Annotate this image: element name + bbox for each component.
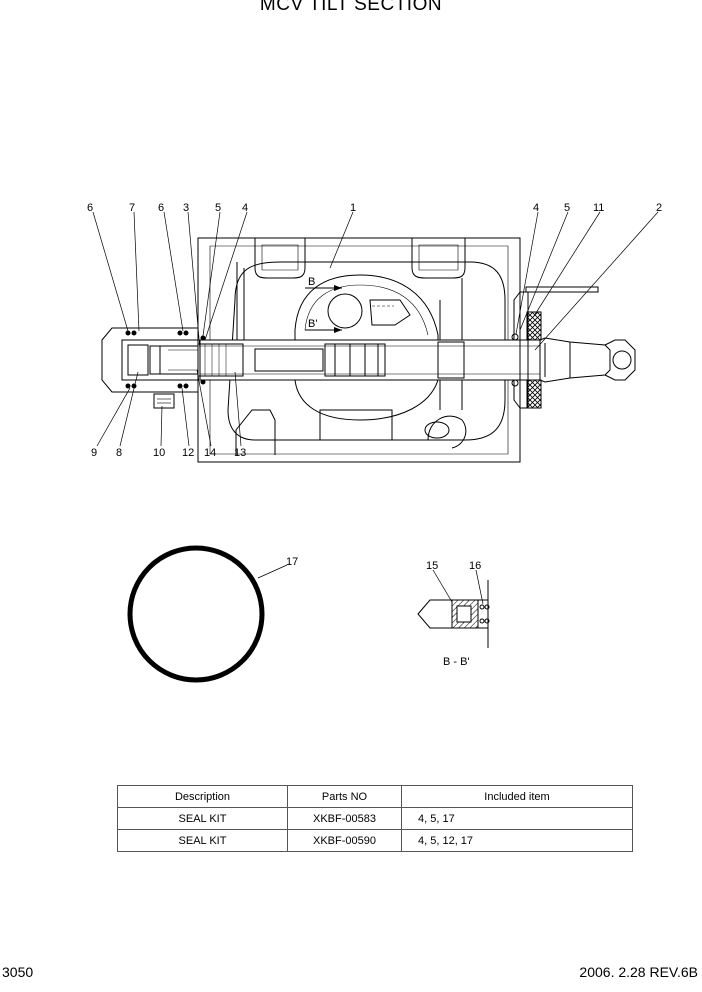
page-title: MCV TILT SECTION	[259, 0, 443, 15]
section-mark-b: B	[308, 276, 315, 288]
callout: 7	[129, 202, 135, 214]
table-row: SEAL KIT XKBF-00590 4, 5, 12, 17	[117, 829, 633, 852]
callouts-top-left: 6 7 6 3 5 4 1	[87, 202, 356, 214]
callout: 3	[183, 202, 189, 214]
callout: 5	[215, 202, 221, 214]
callout: 9	[91, 447, 97, 459]
callout: 4	[533, 202, 539, 214]
callout-o-ring: 17	[286, 556, 298, 568]
callout: 6	[158, 202, 164, 214]
callouts-bottom: 9 8 10 12 14 13	[91, 447, 246, 459]
callout: 16	[469, 560, 481, 572]
callout: 12	[182, 447, 194, 459]
cell-parts-no: XKBF-00583	[287, 807, 402, 830]
table-header-row: Description Parts NO Included item	[117, 785, 633, 808]
page-number: 3050	[2, 964, 34, 980]
callout: 8	[116, 447, 122, 459]
header-parts-no: Parts NO	[287, 785, 402, 808]
cell-included-item: 4, 5, 12, 17	[401, 829, 633, 852]
cell-description: SEAL KIT	[117, 829, 288, 852]
leader-lines	[92, 211, 659, 605]
seal-kit-table: Description Parts NO Included item SEAL …	[117, 785, 633, 852]
table-row: SEAL KIT XKBF-00583 4, 5, 17	[117, 807, 633, 830]
section-mark-b-prime: B'	[308, 318, 317, 330]
cell-parts-no: XKBF-00590	[287, 829, 402, 852]
callout: 15	[426, 560, 438, 572]
callout: 11	[593, 202, 604, 214]
revision-date: 2006. 2.28 REV.6B	[579, 964, 698, 980]
callout: 5	[564, 202, 570, 214]
detent-cap	[101, 327, 244, 409]
section-detail	[417, 580, 490, 648]
callout: 13	[234, 447, 246, 459]
o-ring	[127, 545, 265, 683]
cell-included-item: 4, 5, 17	[401, 807, 633, 830]
callout: 6	[87, 202, 93, 214]
detail-caption: B - B'	[443, 656, 470, 668]
valve-body	[197, 237, 521, 463]
callout: 14	[204, 447, 216, 459]
callout: 10	[153, 447, 165, 459]
callouts-top-right: 4 5 11 2	[533, 202, 662, 214]
callout: 4	[242, 202, 248, 214]
spool	[199, 286, 636, 409]
section-arrows	[305, 285, 342, 333]
callout: 2	[656, 202, 662, 214]
cell-description: SEAL KIT	[117, 807, 288, 830]
header-included-item: Included item	[401, 785, 633, 808]
callout: 1	[350, 202, 356, 214]
header-description: Description	[117, 785, 288, 808]
